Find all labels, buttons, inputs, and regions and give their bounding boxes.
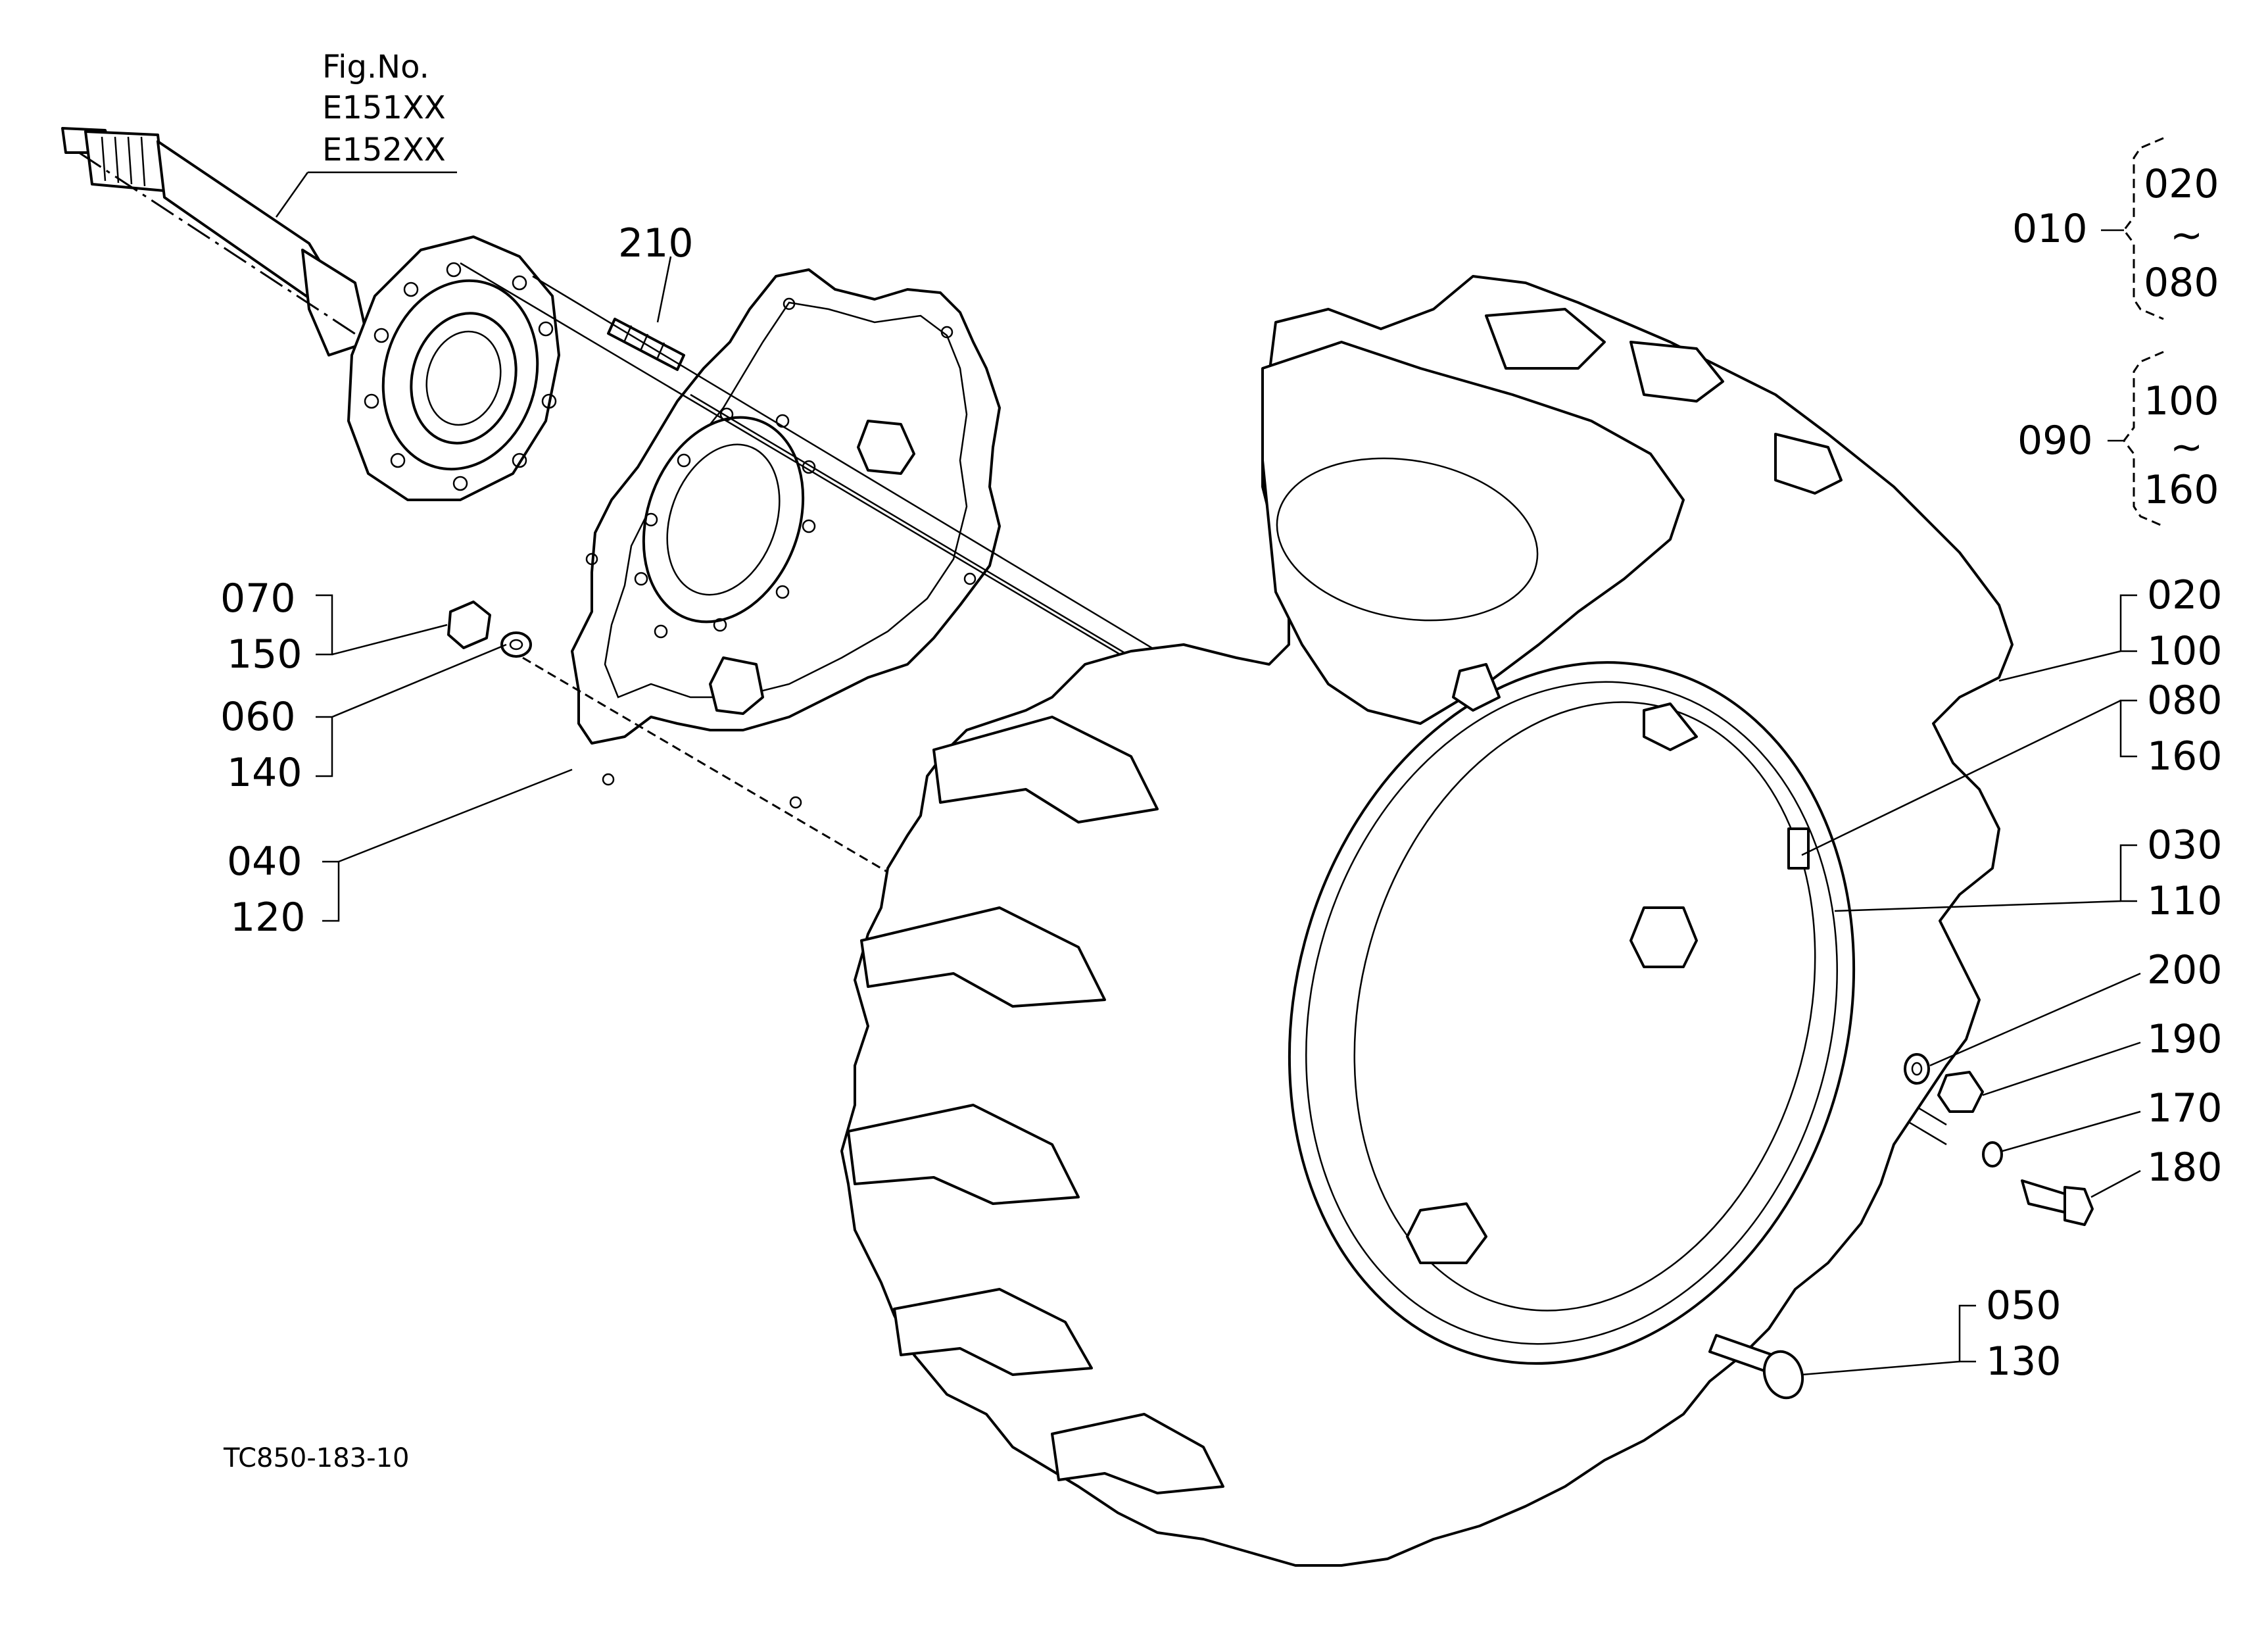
group-090-bottom: 160: [2144, 467, 2219, 513]
callout-170: 170: [2147, 1085, 2223, 1131]
callout-150: 150: [227, 631, 302, 677]
wheel-disc: [571, 268, 1001, 809]
callout-050-130: 050 130: [1801, 1283, 2062, 1385]
callout-040: 040: [227, 839, 302, 885]
axle-shaft: [61, 127, 408, 370]
callout-060: 060: [220, 694, 296, 740]
callout-040-120: 040 120: [227, 768, 573, 941]
group-010-bottom: 080: [2144, 260, 2219, 306]
callout-080-160: 080 160: [1801, 677, 2223, 856]
callout-020: 020: [2147, 572, 2223, 618]
callout-130: 130: [1986, 1339, 2062, 1385]
callout-030-110: 030 110: [1834, 822, 2223, 924]
callout-210: 210: [618, 220, 694, 266]
fig-number-2: E152XX: [322, 132, 446, 168]
group-090-tilde: ~: [2170, 424, 2203, 470]
callout-060-140: 060 140: [220, 643, 507, 796]
group-090-id: 090: [2017, 418, 2093, 464]
callout-120: 120: [230, 895, 306, 941]
group-090: 090 100 ~ 160: [2017, 351, 2219, 528]
callout-180: 180: [2147, 1144, 2223, 1191]
hardware-right: [1708, 1053, 2094, 1400]
callout-190: 190: [2147, 1016, 2223, 1062]
fig-number-leader: [275, 172, 309, 218]
callout-050: 050: [1986, 1283, 2062, 1329]
fig-number-block: Fig.No. E151XX E152XX: [275, 49, 457, 218]
callout-080: 080: [2147, 677, 2223, 724]
group-010: 010 020 ~ 080: [2012, 137, 2219, 320]
callout-070-150: 070 150: [220, 576, 448, 677]
callout-160: 160: [2147, 733, 2223, 779]
drawing-code: TC850-183-10: [223, 1443, 409, 1473]
nut-and-washer-left: [447, 601, 532, 658]
group-010-tilde: ~: [2170, 212, 2203, 258]
stud-bolt-210: [607, 256, 685, 371]
callout-140: 140: [227, 750, 302, 796]
callout-070: 070: [220, 576, 296, 622]
callout-100: 100: [2147, 628, 2223, 674]
callout-110: 110: [2147, 878, 2223, 924]
callout-030: 030: [2147, 822, 2223, 868]
fig-no-label: Fig.No.: [322, 49, 429, 86]
fig-number-1: E151XX: [322, 89, 446, 126]
group-090-top: 100: [2144, 378, 2219, 424]
group-010-top: 020: [2144, 161, 2219, 207]
group-010-id: 010: [2012, 206, 2088, 252]
valve-stem: [1787, 827, 1810, 870]
hub-flange: [347, 235, 560, 501]
tractor-tire: [840, 275, 2014, 1567]
callout-020-100: 020 100: [1998, 572, 2223, 682]
callout-200: 200: [2147, 947, 2223, 993]
